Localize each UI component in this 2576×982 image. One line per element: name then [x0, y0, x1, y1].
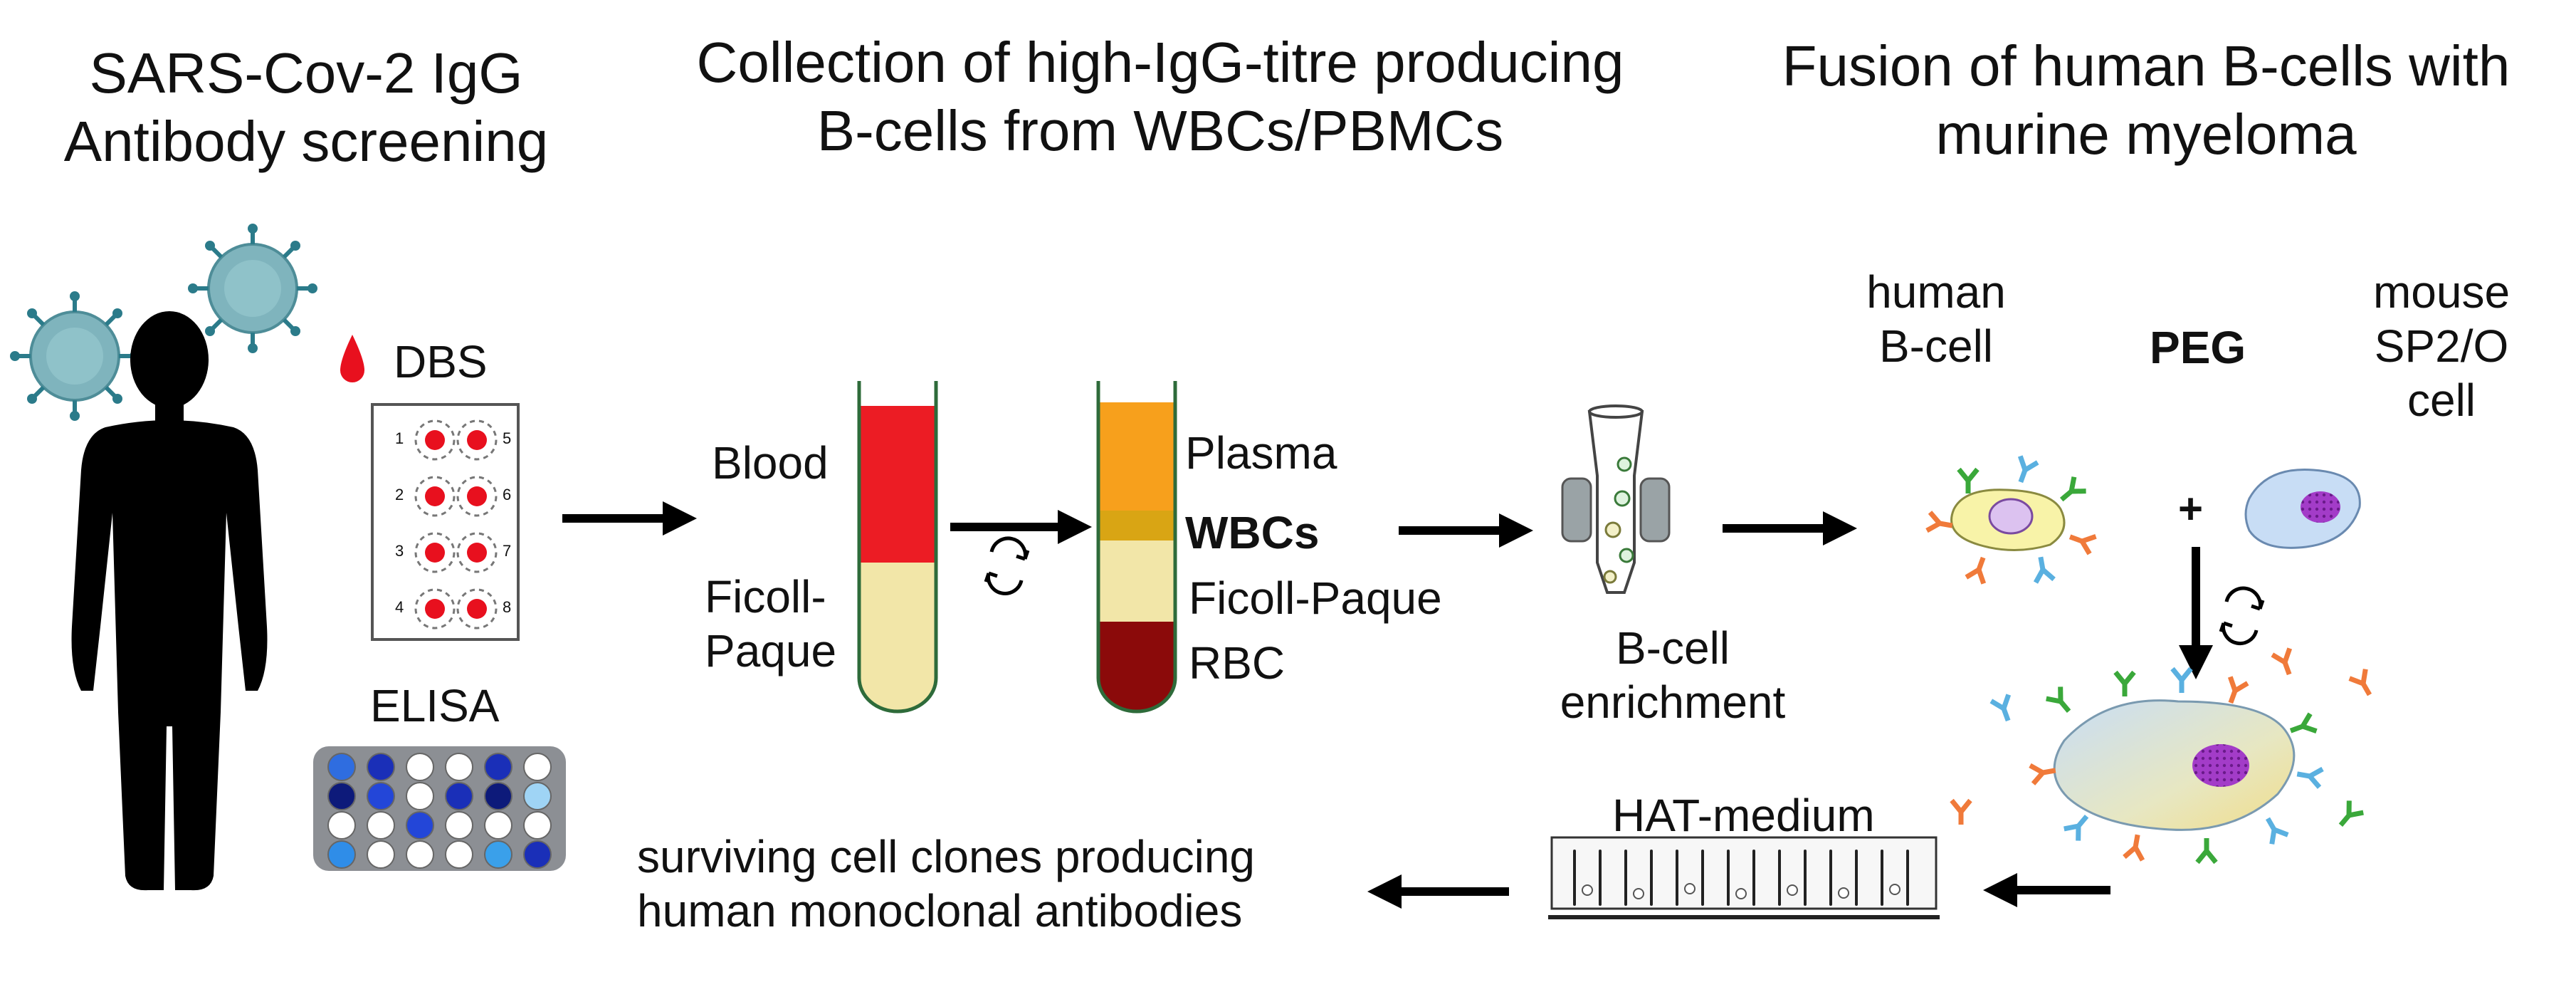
hat-medium-plate-icon: [1548, 836, 1940, 919]
virus-icon: [188, 224, 317, 353]
dbs-spot-number: 7: [503, 542, 512, 560]
mouse-cell-label-line3: cell: [2407, 375, 2476, 426]
dbs-label: DBS: [394, 336, 488, 387]
hat-medium-label: HAT-medium: [1612, 790, 1875, 841]
mouse-cell-label: mouse SP2/O cell: [2320, 265, 2562, 427]
dbs-spot-number: 4: [395, 598, 404, 616]
human-b-cell-label: human B-cell: [1822, 265, 2050, 373]
heading-screening-line1: SARS-Cov-2 IgG: [89, 41, 523, 105]
plasma-label: Plasma: [1185, 427, 1337, 479]
heading-collection: Collection of high-IgG-titre producing B…: [641, 28, 1680, 165]
dbs-spot-number: 3: [395, 542, 404, 560]
heading-fusion-line1: Fusion of human B-cells with: [1782, 34, 2511, 98]
ficoll-paque-label: Ficoll-Paque: [1189, 573, 1442, 624]
result-label: surviving cell clones producing human mo…: [637, 830, 1255, 938]
human-silhouette-icon: [71, 311, 268, 891]
elisa-label: ELISA: [370, 680, 500, 731]
wbcs-label: WBCs: [1185, 507, 1320, 558]
result-label-line2: human monoclonal antibodies: [637, 885, 1243, 936]
result-label-line1: surviving cell clones producing: [637, 831, 1255, 882]
dbs-spot-number: 1: [395, 429, 404, 447]
peg-label: PEG: [2150, 322, 2246, 373]
blood-label: Blood: [712, 437, 829, 489]
dbs-spot-number: 2: [395, 486, 404, 503]
enrichment-column-icon: [1561, 404, 1671, 594]
rbc-label: RBC: [1189, 637, 1286, 689]
dbs-spot-number: 8: [503, 598, 512, 616]
heading-screening-line2: Antibody screening: [63, 110, 549, 173]
enrichment-label-line2: enrichment: [1560, 677, 1786, 728]
dbs-spot-number: 5: [503, 429, 512, 447]
heading-collection-line2: B-cells from WBCs/PBMCs: [816, 99, 1504, 162]
tube-blood-ficoll: [857, 381, 938, 714]
mouse-myeloma-cell-icon: [2244, 469, 2361, 549]
centrifuge-cycle-icon: [2219, 586, 2265, 646]
ficoll-label-line2: Paque: [705, 625, 837, 677]
heading-screening: SARS-Cov-2 IgG Antibody screening: [21, 39, 591, 176]
human-b-cell-label-line1: human: [1866, 266, 2006, 318]
blood-drop-icon: [340, 335, 364, 382]
dbs-card: [371, 403, 520, 641]
heading-fusion-line2: murine myeloma: [1935, 103, 2357, 166]
elisa-plate: [313, 746, 566, 871]
enrichment-label: B-cell enrichment: [1530, 621, 1815, 729]
heading-fusion: Fusion of human B-cells with murine myel…: [1723, 32, 2570, 169]
mouse-cell-label-line1: mouse: [2372, 266, 2511, 318]
plus-sign: +: [2178, 485, 2204, 533]
mouse-cell-label-line2: SP2/O: [2374, 320, 2509, 372]
centrifuge-cycle-icon: [984, 536, 1030, 596]
hybridoma-cell-icon: [1952, 649, 2377, 862]
virus-icon: [10, 291, 140, 421]
heading-collection-line1: Collection of high-IgG-titre producing: [696, 31, 1624, 94]
dbs-spot-number: 6: [503, 486, 512, 503]
tube-separated-layers: [1096, 381, 1177, 714]
enrichment-label-line1: B-cell: [1615, 622, 1730, 674]
ficoll-label-line1: Ficoll-: [705, 571, 826, 622]
human-b-cell-icon: [1927, 456, 2096, 584]
human-b-cell-label-line2: B-cell: [1878, 320, 1994, 372]
ficoll-label-tube1: Ficoll- Paque: [705, 570, 836, 678]
